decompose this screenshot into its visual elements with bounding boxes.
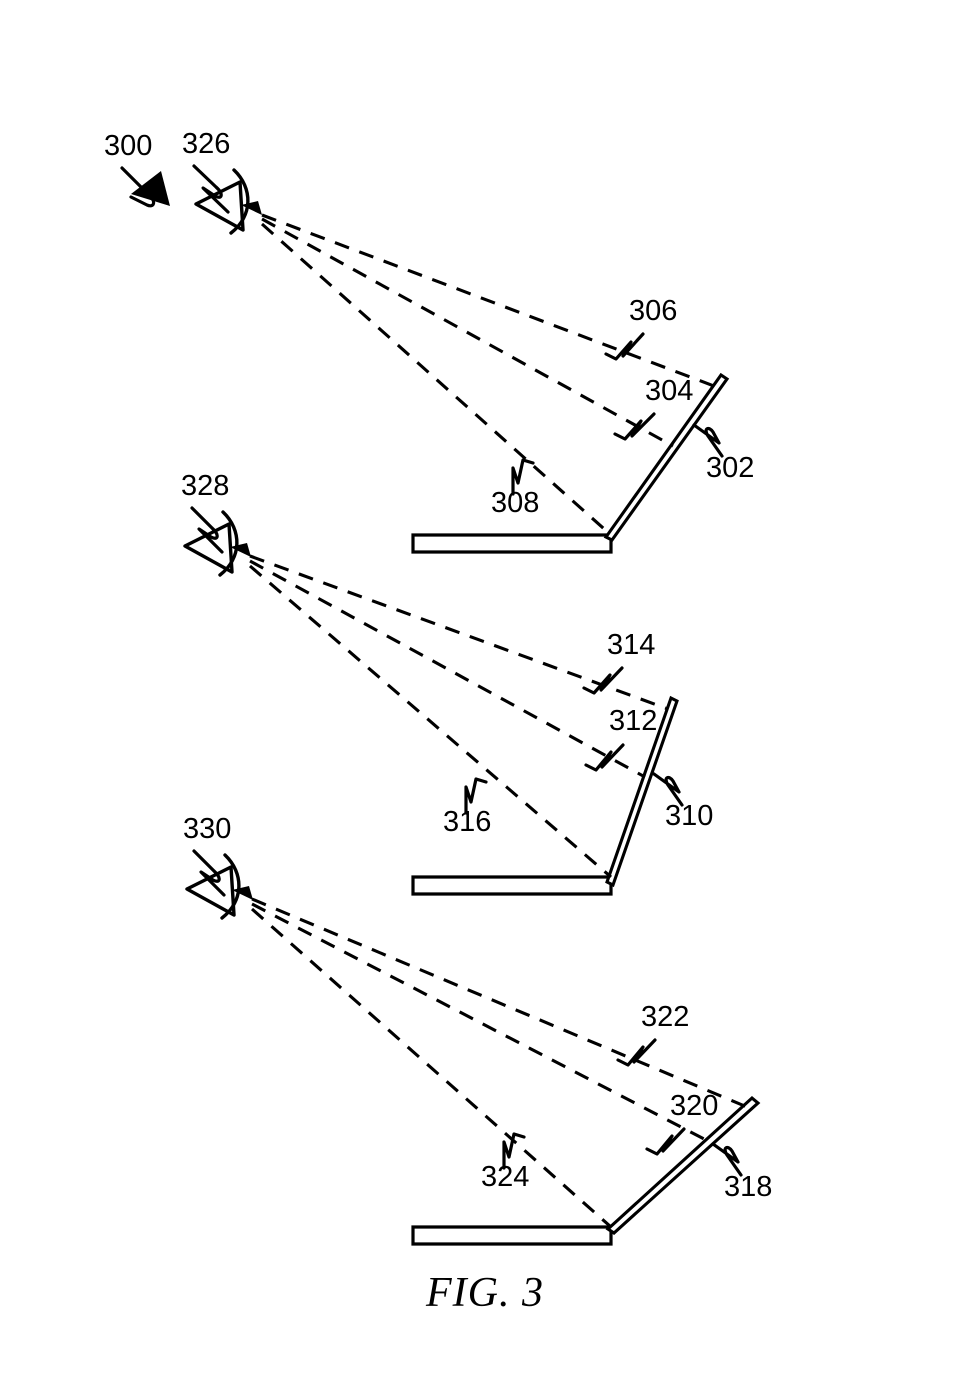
reference-label-310: 310 bbox=[665, 800, 713, 832]
leader-squiggle-320 bbox=[645, 1127, 686, 1156]
ray-label-304-group: 304 bbox=[613, 375, 693, 441]
display-panel-310 bbox=[605, 695, 679, 888]
leader-squiggle-308 bbox=[511, 458, 535, 496]
figure-caption: FIG. 3 bbox=[425, 1270, 544, 1316]
eye-arrowhead-326 bbox=[241, 201, 262, 215]
reference-label-322: 322 bbox=[641, 1001, 689, 1033]
ray-322 bbox=[251, 897, 748, 1109]
leader-squiggle-316 bbox=[464, 777, 488, 815]
ray-312 bbox=[249, 559, 646, 779]
ray-label-312-group: 312 bbox=[584, 705, 657, 772]
leader-squiggle-322 bbox=[616, 1038, 657, 1067]
assembly-middle: 328 314 312 310 316 bbox=[181, 470, 713, 896]
leader-squiggle-312 bbox=[584, 743, 625, 772]
device-label-310-group: 310 bbox=[652, 772, 713, 832]
ray-label-322-group: 322 bbox=[616, 1001, 689, 1067]
assembly-bottom: 330 322 320 318 324 bbox=[183, 813, 772, 1246]
reference-label-318: 318 bbox=[724, 1171, 772, 1203]
eye-label-328-group: 328 bbox=[181, 470, 229, 554]
eye-arrowhead-328 bbox=[230, 543, 251, 557]
figure-reference-300-group: 300 bbox=[104, 130, 170, 208]
reference-label-326: 326 bbox=[182, 128, 230, 160]
eye-cornea-arc-328 bbox=[218, 510, 239, 577]
eye-triangle-326 bbox=[194, 180, 245, 232]
reference-label-304: 304 bbox=[645, 375, 693, 407]
eye-label-330-group: 330 bbox=[183, 813, 231, 897]
leader-squiggle-318 bbox=[711, 1142, 743, 1177]
reference-label-302: 302 bbox=[706, 452, 754, 484]
assembly-top: 326 306 304 302 308 bbox=[182, 128, 754, 554]
ray-label-308-group: 308 bbox=[491, 458, 539, 519]
arrowhead-300 bbox=[131, 171, 170, 206]
eye-symbol-326 bbox=[194, 168, 262, 235]
ray-label-324-group: 324 bbox=[481, 1132, 529, 1193]
ray-label-316-group: 316 bbox=[443, 777, 491, 838]
eye-label-326-group: 326 bbox=[182, 128, 230, 214]
base-plate-middle bbox=[411, 875, 613, 896]
leader-squiggle-310 bbox=[652, 772, 684, 807]
reference-label-312: 312 bbox=[609, 705, 657, 737]
reference-label-328: 328 bbox=[181, 470, 229, 502]
reference-label-306: 306 bbox=[629, 295, 677, 327]
reference-label-300: 300 bbox=[104, 130, 152, 162]
display-panel-318 bbox=[605, 1095, 761, 1235]
leader-squiggle-324 bbox=[502, 1132, 526, 1170]
reference-label-330: 330 bbox=[183, 813, 231, 845]
ray-304 bbox=[261, 217, 674, 448]
reference-label-320: 320 bbox=[670, 1090, 718, 1122]
ray-label-320-group: 320 bbox=[645, 1090, 718, 1156]
leader-squiggle-330 bbox=[192, 849, 226, 897]
device-label-302-group: 302 bbox=[692, 423, 754, 484]
base-plate-bottom bbox=[411, 1225, 613, 1246]
leader-squiggle-314 bbox=[582, 666, 624, 695]
leader-squiggle-328 bbox=[190, 506, 224, 554]
eye-arrowhead-330 bbox=[232, 886, 253, 900]
leader-squiggle-302 bbox=[692, 423, 724, 458]
ray-label-306-group: 306 bbox=[604, 295, 677, 361]
ray-306 bbox=[261, 213, 715, 388]
eye-cornea-arc-330 bbox=[220, 853, 241, 920]
ray-320 bbox=[251, 902, 709, 1143]
eye-cornea-arc-326 bbox=[229, 168, 250, 235]
ray-316 bbox=[248, 564, 613, 879]
leader-squiggle-304 bbox=[613, 412, 656, 441]
leader-squiggle-326 bbox=[192, 164, 230, 214]
ray-324 bbox=[250, 907, 613, 1229]
reference-label-314: 314 bbox=[607, 629, 655, 661]
ray-label-314-group: 314 bbox=[582, 629, 655, 695]
leader-squiggle-306 bbox=[604, 332, 645, 361]
base-plate-top bbox=[411, 533, 613, 554]
device-label-318-group: 318 bbox=[711, 1142, 772, 1203]
reference-label-308: 308 bbox=[491, 487, 539, 519]
display-panel-302 bbox=[603, 372, 730, 542]
ray-314 bbox=[249, 554, 669, 711]
